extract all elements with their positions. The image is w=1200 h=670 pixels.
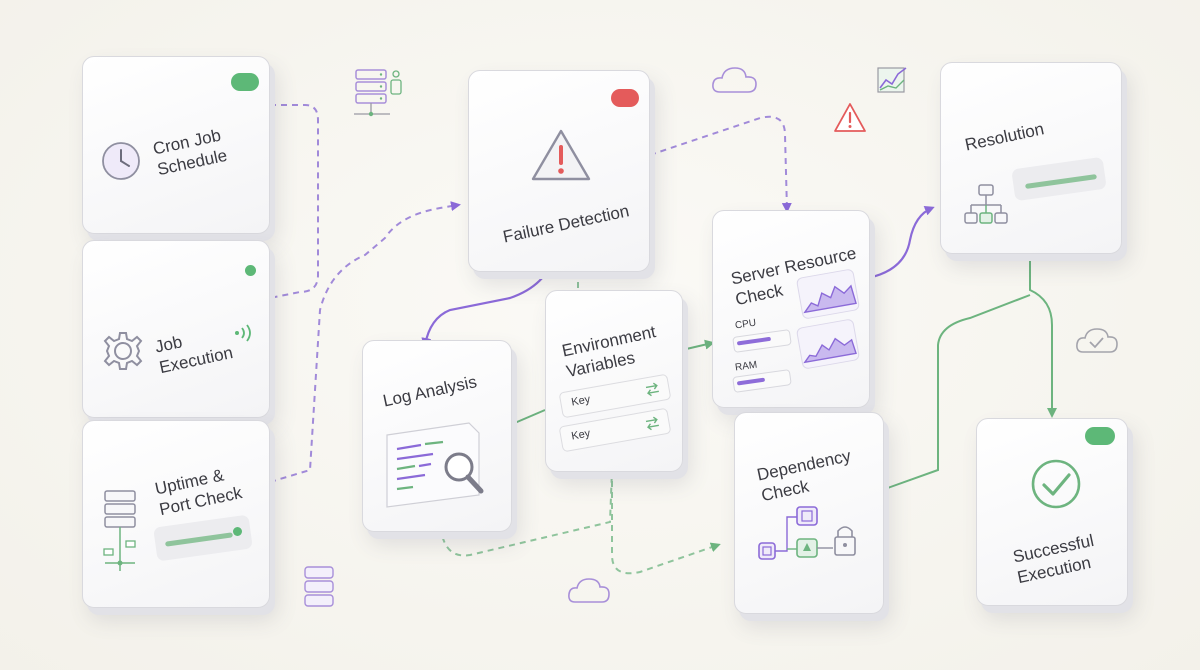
env-var-row[interactable]: Key — [558, 373, 672, 419]
env-var-row[interactable]: Key — [558, 407, 672, 453]
env-var-key-label: Key — [570, 393, 592, 409]
edge-log-analysis-to-env-vars — [509, 409, 546, 426]
status-pill-red — [611, 89, 639, 107]
env-var-key-label: Key — [570, 427, 592, 443]
gear-icon — [103, 332, 143, 370]
resolution-card[interactable]: Resolution — [940, 62, 1122, 254]
cpu-usage-bar — [732, 329, 792, 353]
cpu-label: CPU — [734, 317, 757, 332]
line-chart-icon — [877, 67, 907, 93]
environment-variables-title: Environment Variables — [560, 322, 658, 382]
cron-job-schedule-card[interactable]: Cron Job Schedule — [82, 56, 270, 234]
cloud-icon — [712, 67, 757, 93]
flowchart-icon — [964, 184, 1008, 224]
edge-server-check-to-resolution — [867, 206, 935, 280]
server-resource-check-card[interactable]: Server Resource Check CPU RAM — [712, 210, 870, 408]
cpu-usage-fill — [736, 336, 772, 346]
log-search-icon — [386, 422, 484, 508]
resolution-title: Resolution — [963, 119, 1046, 155]
swap-icon — [645, 416, 659, 431]
environment-variables-card[interactable]: Environment Variables Key Key — [545, 290, 683, 472]
ram-label: RAM — [734, 359, 758, 374]
server-cluster-icon — [354, 69, 402, 117]
uptime-port-check-title: Uptime & Port Check — [153, 465, 244, 520]
job-execution-card[interactable]: Job Execution — [82, 240, 270, 418]
uptime-port-check-card[interactable]: Uptime & Port Check — [82, 420, 270, 608]
database-icon — [304, 566, 334, 607]
failure-detection-card[interactable]: Failure Detection — [468, 70, 650, 272]
cpu-area-chart — [803, 284, 857, 314]
edge-env-vars-to-server-check — [681, 339, 715, 351]
cloud-icon-bottom — [568, 578, 610, 603]
cron-job-schedule-title: Cron Job Schedule — [151, 125, 229, 180]
edge-dependency-to-resolution — [881, 294, 1031, 491]
signal-waves-icon — [235, 324, 251, 342]
progress-dot — [233, 527, 242, 536]
dependency-check-title: Dependency Check — [755, 446, 853, 506]
status-pill-green — [231, 73, 259, 91]
alert-triangle-icon — [531, 129, 591, 181]
edge-log-analysis-to-dependency — [439, 469, 613, 557]
swap-icon — [645, 382, 659, 397]
status-dot-green — [245, 265, 256, 276]
log-analysis-card[interactable]: Log Analysis — [362, 340, 512, 532]
server-rack-icon — [103, 490, 136, 571]
ram-chart — [795, 318, 861, 370]
edge-uptime-to-failure — [269, 201, 461, 483]
warning-icon — [834, 103, 866, 132]
status-pill-green — [1085, 427, 1115, 445]
edge-env-vars-to-dependency — [611, 470, 721, 575]
successful-execution-card[interactable]: Successful Execution — [976, 418, 1128, 606]
edge-failure-to-server-check — [649, 115, 792, 213]
ram-area-chart — [803, 337, 857, 364]
cpu-chart — [795, 268, 861, 320]
check-circle-icon — [1031, 459, 1081, 509]
edge-cron-to-log-analysis — [269, 104, 319, 299]
cloud-check-icon — [1076, 328, 1118, 353]
clock-icon — [102, 142, 140, 180]
job-execution-title: Job Execution — [153, 332, 235, 378]
failure-detection-title: Failure Detection — [501, 201, 631, 247]
dependency-graph-icon — [758, 506, 856, 560]
ram-usage-fill — [736, 377, 766, 386]
log-analysis-title: Log Analysis — [381, 372, 479, 411]
dependency-check-card[interactable]: Dependency Check — [734, 412, 884, 614]
successful-execution-title: Successful Execution — [1011, 530, 1096, 588]
edge-resolution-to-success — [1029, 230, 1057, 418]
